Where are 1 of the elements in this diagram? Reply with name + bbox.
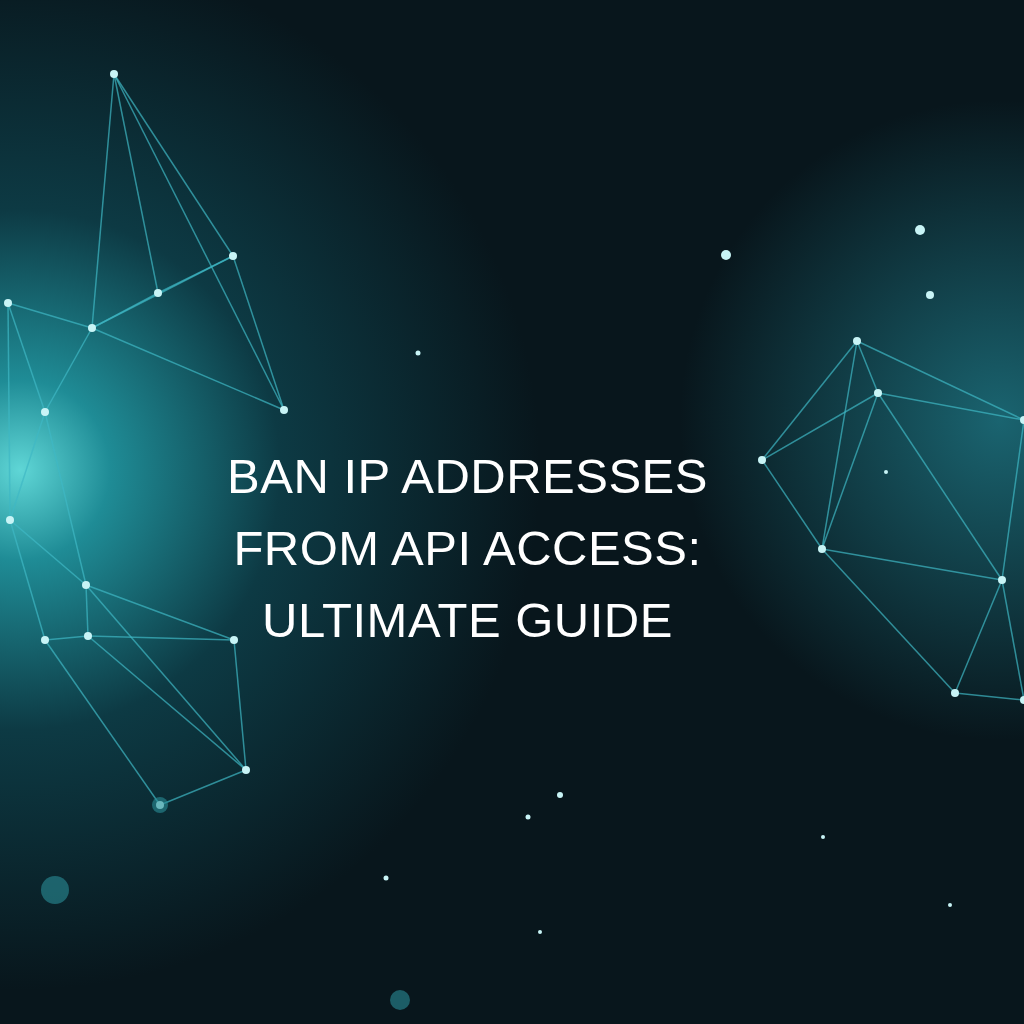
title: BAN IP ADDRESSES FROM API ACCESS: ULTIMATE GUIDE — [226, 448, 709, 649]
